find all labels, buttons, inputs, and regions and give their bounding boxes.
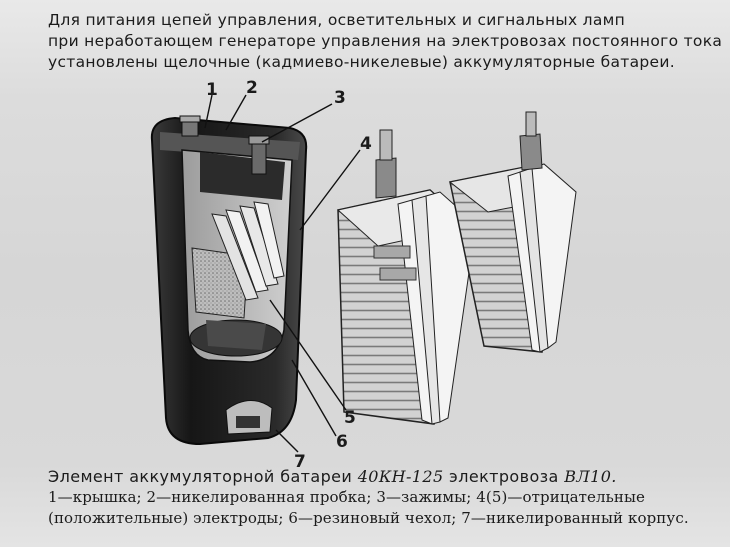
callout-4: 4 <box>360 134 372 154</box>
caption-title-mid: электровоза <box>443 467 565 486</box>
caption-legend-line-1: 1—крышка; 2—никелированная пробка; 3—заж… <box>48 488 646 506</box>
electrode-plates <box>211 201 285 301</box>
caption-locomotive: ВЛ10. <box>564 467 617 486</box>
callout-1: 1 <box>206 80 218 100</box>
callout-5: 5 <box>344 408 356 428</box>
intro-line-2: при неработающем генераторе управления н… <box>48 32 723 50</box>
intro-text: Для питания цепей управления, осветитель… <box>48 10 723 73</box>
callout-7: 7 <box>294 452 306 472</box>
battery-cell-cutaway <box>150 115 308 446</box>
callout-2: 2 <box>246 78 258 98</box>
electrode-block-positive <box>448 111 577 353</box>
caption-title-prefix: Элемент аккумуляторной батареи <box>48 467 358 486</box>
callout-leaders <box>204 94 361 453</box>
electrode-block-negative <box>336 129 477 425</box>
callout-6: 6 <box>336 432 348 452</box>
intro-line-1: Для питания цепей управления, осветитель… <box>48 11 626 29</box>
caption-title: Элемент аккумуляторной батареи 40КН-125 … <box>48 466 698 487</box>
caption: Элемент аккумуляторной батареи 40КН-125 … <box>48 466 698 529</box>
caption-model: 40КН-125 <box>357 467 444 486</box>
callout-3: 3 <box>334 88 346 108</box>
caption-legend-line-2: (положительные) электроды; 6—резиновый ч… <box>48 509 689 527</box>
intro-line-3: установлены щелочные (кадмиево-никелевые… <box>48 53 675 71</box>
